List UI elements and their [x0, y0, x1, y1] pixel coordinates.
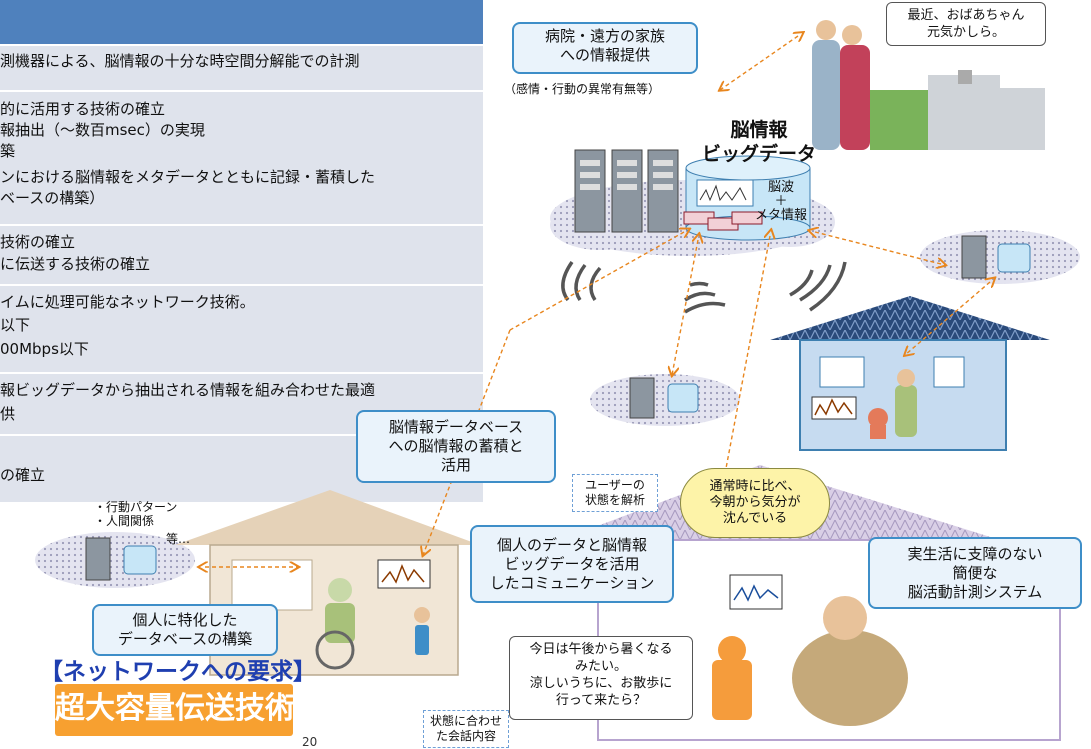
network-requirements-heading: 【ネットワークへの要求】 — [40, 659, 316, 685]
requirement-text: イムに処理可能なネットワーク技術。 — [0, 293, 255, 311]
family-icon — [812, 20, 870, 150]
right-house-icon — [770, 296, 1050, 451]
requirement-text: 以下 — [0, 316, 31, 334]
requirement-row: 測機器による、脳情報の十分な時空間分解能での計測 — [0, 46, 483, 92]
brain-db-callout: 脳情報データベース への脳情報の蓄積と 活用 — [356, 410, 556, 483]
left-cloud — [35, 532, 195, 588]
side-list: ・行動パターン ・人間関係 — [94, 500, 177, 528]
hospital-info-sub: （感情・行動の異常有無等） — [504, 82, 661, 96]
requirement-text: 測機器による、脳情報の十分な時空間分解能での計測 — [0, 52, 360, 70]
database-icon — [683, 155, 811, 241]
right-cloud — [920, 230, 1080, 284]
grandma-speech-bubble: 最近、おばあちゃん 元気かしら。 — [886, 2, 1046, 46]
eeg-meta-label: 脳波 ＋ メタ情報 — [754, 180, 807, 223]
measure-system-callout: 実生活に支障のない 簡便な 脳活動計測システム — [868, 537, 1082, 609]
personal-db-callout: 個人に特化した データベースの構築 — [92, 604, 278, 656]
requirement-text: 報ビッグデータから抽出される情報を組み合わせた最適 — [0, 381, 376, 399]
big-data-title: 脳情報 ビッグデータ — [701, 119, 816, 165]
requirement-text: 技術の確立 — [0, 233, 76, 251]
requirement-text: 供 — [0, 405, 16, 423]
requirement-text: の確立 — [0, 466, 46, 484]
robot-speech-bubble: 今日は午後から暑くなる みたい。 涼しいうちに、お散歩に 行って来たら？ — [509, 636, 693, 720]
hospital-icon — [870, 70, 1045, 150]
requirement-text: 的に活用する技術の確立 — [0, 100, 166, 118]
bottom-house-icon — [560, 465, 1061, 741]
tech-label-box: 超大容量伝送技術 — [55, 684, 295, 736]
requirement-text: 報抽出（～数百msec）の実現 — [0, 121, 205, 139]
side-list-etc: 等… — [166, 532, 191, 546]
side-list-item: ・人間関係 — [94, 514, 155, 528]
personal-comm-callout: 個人のデータと脳情報 ビッグデータを活用 したコミュニケーション — [470, 525, 674, 603]
requirement-text: ベースの構築） — [0, 189, 105, 207]
mood-thought-bubble: 通常時に比べ、 今朝から気分が 沈んでいる — [680, 468, 830, 538]
left-panel-header — [0, 0, 483, 44]
requirement-text: 00Mbps以下 — [0, 340, 89, 358]
page-number: 20 — [302, 735, 318, 749]
side-list-item: ・行動パターン — [94, 500, 178, 514]
conversation-content-label: 状態に合わせ た会話内容 — [423, 710, 509, 748]
requirement-text: 築 — [0, 142, 16, 160]
requirement-row: 技術の確立に伝送する技術の確立 — [0, 226, 483, 286]
hospital-info-callout: 病院・遠方の家族 への情報提供 — [512, 22, 698, 74]
middle-cloud — [590, 374, 740, 426]
requirement-row: 的に活用する技術の確立報抽出（～数百msec）の実現築ンにおける脳情報をメタデー… — [0, 92, 483, 226]
requirement-row: イムに処理可能なネットワーク技術。以下 00Mbps以下 — [0, 286, 483, 374]
requirement-text: に伝送する技術の確立 — [0, 255, 151, 273]
requirement-text: ンにおける脳情報をメタデータとともに記録・蓄積した — [0, 168, 376, 186]
wireless-signal-icon — [561, 261, 847, 314]
server-rack-icon — [574, 149, 679, 233]
analyze-state-label: ユーザーの 状態を解析 — [572, 474, 658, 512]
